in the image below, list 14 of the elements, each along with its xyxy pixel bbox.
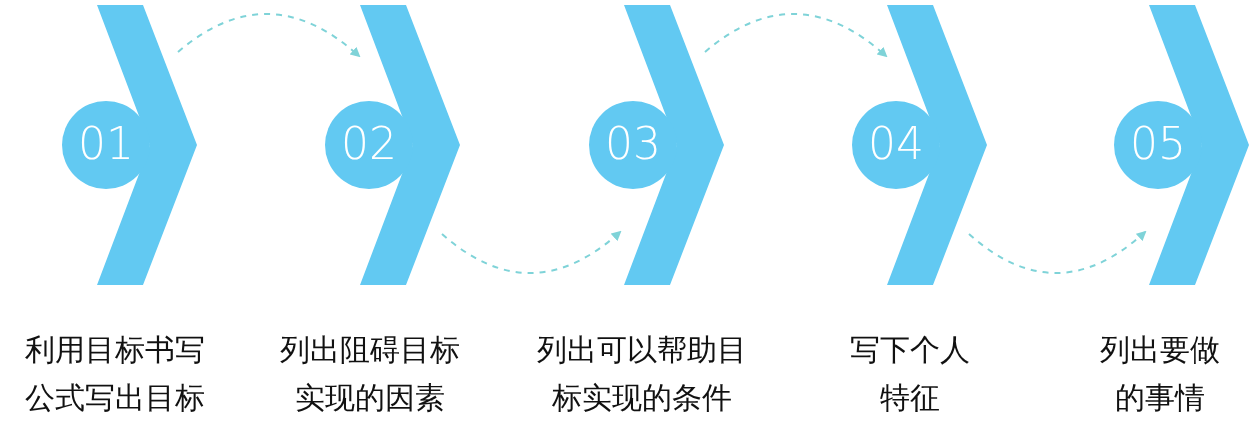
step-caption: 写下个人特征 — [849, 331, 971, 417]
step-caption: 列出可以帮助目标实现的条件 — [536, 331, 748, 417]
dashed-arrow — [968, 230, 1147, 274]
step-caption: 利用目标书写公式写出目标 — [24, 331, 206, 417]
step-caption: 列出阻碍目标实现的因素 — [279, 331, 461, 417]
step-number: 05 — [1129, 122, 1187, 166]
dashed-arrow — [177, 13, 361, 58]
step-number: 04 — [867, 122, 925, 166]
step-caption: 列出要做的事情 — [1099, 331, 1221, 417]
step-number: 01 — [77, 122, 135, 166]
step-number: 03 — [604, 122, 662, 166]
dashed-arrow — [441, 230, 622, 274]
step-number: 02 — [340, 122, 398, 166]
dashed-arrow — [704, 13, 888, 58]
